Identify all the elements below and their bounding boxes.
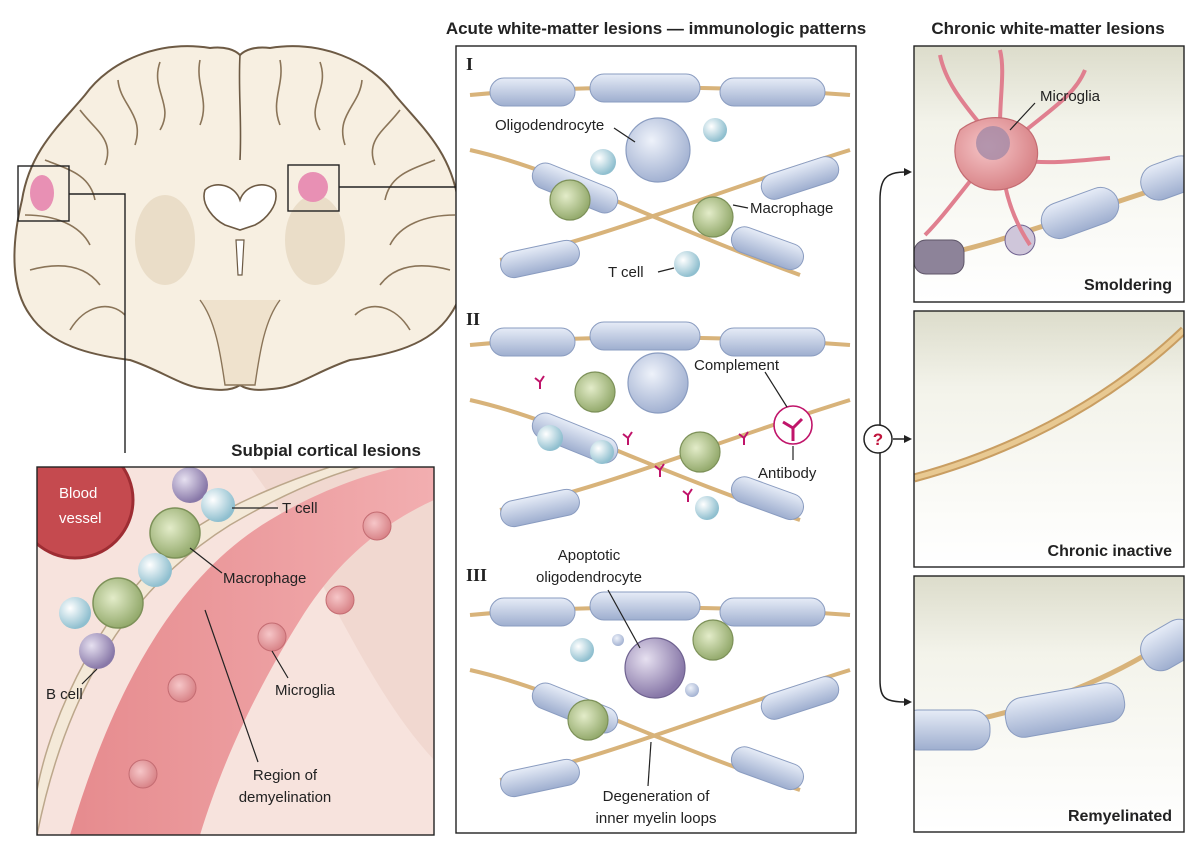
question-mark: ?	[873, 430, 883, 449]
antibody-fragments	[534, 375, 749, 502]
label-region-2: demyelination	[239, 789, 332, 806]
macrophage-cell-2	[692, 196, 734, 238]
apoptotic-oligodendrocyte-cell	[624, 637, 686, 699]
blood-vessel	[37, 467, 133, 558]
macrophage-sub-2	[92, 577, 144, 629]
label-antibody: Antibody	[758, 465, 817, 482]
oligodendrocyte-cell-2	[627, 352, 689, 414]
subpial-lesion-marker	[30, 175, 54, 211]
antibody-icon	[782, 417, 804, 441]
connector-lines	[69, 186, 456, 453]
remyelinated-label: Remyelinated	[1068, 808, 1172, 825]
tcell-acute	[674, 251, 700, 277]
demyelination-region	[70, 467, 434, 835]
chronic-smoldering-panel	[914, 46, 1184, 302]
gyri-folds	[24, 59, 456, 331]
label-degeneration-1: Degeneration of	[603, 788, 711, 805]
label-tcell-sub: T cell	[282, 500, 318, 517]
label-microglia-chronic: Microglia	[1040, 88, 1101, 105]
tcell-sub-2	[201, 488, 235, 522]
arrowheads	[904, 168, 912, 706]
label-apoptotic-1: Apoptotic	[558, 547, 621, 564]
pattern-1-label: I	[466, 54, 473, 74]
chronic-inactive-label: Chronic inactive	[1048, 543, 1173, 560]
label-complement: Complement	[694, 357, 780, 374]
pattern-2-label: II	[466, 309, 480, 329]
chronic-remyelinated-panel	[914, 576, 1184, 832]
white-matter-region-box	[287, 164, 340, 212]
subpial-panel: Blood vessel T cell Macrophage B cell Mi…	[37, 467, 434, 835]
label-macrophage-acute: Macrophage	[750, 200, 833, 217]
pattern-3-panel	[469, 589, 851, 798]
question-badge	[863, 424, 893, 454]
macrophage-cell-1	[549, 179, 591, 221]
label-macrophage-sub: Macrophage	[223, 570, 306, 587]
chronic-title: Chronic white-matter lesions	[931, 19, 1164, 38]
label-degeneration-2: inner myelin loops	[596, 810, 717, 827]
label-region-1: Region of	[253, 767, 318, 784]
pattern-3-label: III	[466, 565, 487, 585]
macrophage-sub-1	[149, 507, 201, 559]
label-bcell: B cell	[46, 686, 83, 703]
lateral-ventricles	[203, 184, 277, 231]
label-apoptotic-2: oligodendrocyte	[536, 569, 642, 586]
label-oligodendrocyte: Oligodendrocyte	[495, 117, 604, 134]
pattern-2-panel	[469, 321, 851, 528]
label-microglia-sub: Microglia	[275, 682, 336, 699]
antibody-icon-circle	[773, 405, 813, 445]
tcell-sub-1	[172, 467, 208, 503]
smoldering-label: Smoldering	[1084, 277, 1172, 294]
subpial-title: Subpial cortical lesions	[231, 441, 421, 460]
bcell-icon	[79, 633, 115, 669]
label-blood-vessel-2: vessel	[59, 510, 102, 527]
label-blood-vessel-1: Blood	[59, 485, 97, 502]
pattern-1-panel	[469, 73, 851, 279]
oligodendrocyte-cell	[625, 117, 691, 183]
brain-coronal-section	[13, 45, 467, 391]
label-tcell-acute: T cell	[608, 264, 644, 281]
acute-title: Acute white-matter lesions — immunologic…	[446, 19, 866, 38]
chronic-inactive-panel	[914, 311, 1184, 567]
white-matter-lesion-marker	[298, 172, 328, 202]
